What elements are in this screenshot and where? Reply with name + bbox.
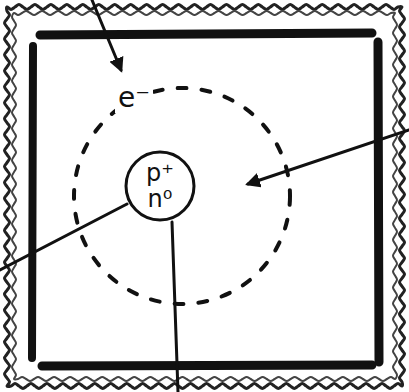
leader-line — [0, 204, 127, 270]
frame-bar — [40, 33, 372, 35]
leader-line — [172, 222, 178, 392]
nucleus-circle: p⁺n⁰ — [124, 150, 196, 222]
frame-bar — [378, 42, 379, 362]
nucleus-body: p⁺n⁰ — [124, 150, 196, 222]
frame — [32, 33, 379, 366]
electron-orbit — [74, 88, 290, 304]
leader-arrow — [248, 130, 409, 184]
particle-label: n⁰ — [148, 186, 173, 212]
leader-arrow — [92, 0, 121, 70]
electron-label: e⁻ — [115, 83, 153, 113]
particle-label: p⁺ — [146, 160, 174, 186]
frame-bar — [42, 365, 372, 366]
wavy-border — [12, 11, 397, 381]
wavy-border — [5, 5, 405, 389]
frame-bar — [32, 46, 33, 358]
nucleus-outline — [126, 152, 194, 220]
